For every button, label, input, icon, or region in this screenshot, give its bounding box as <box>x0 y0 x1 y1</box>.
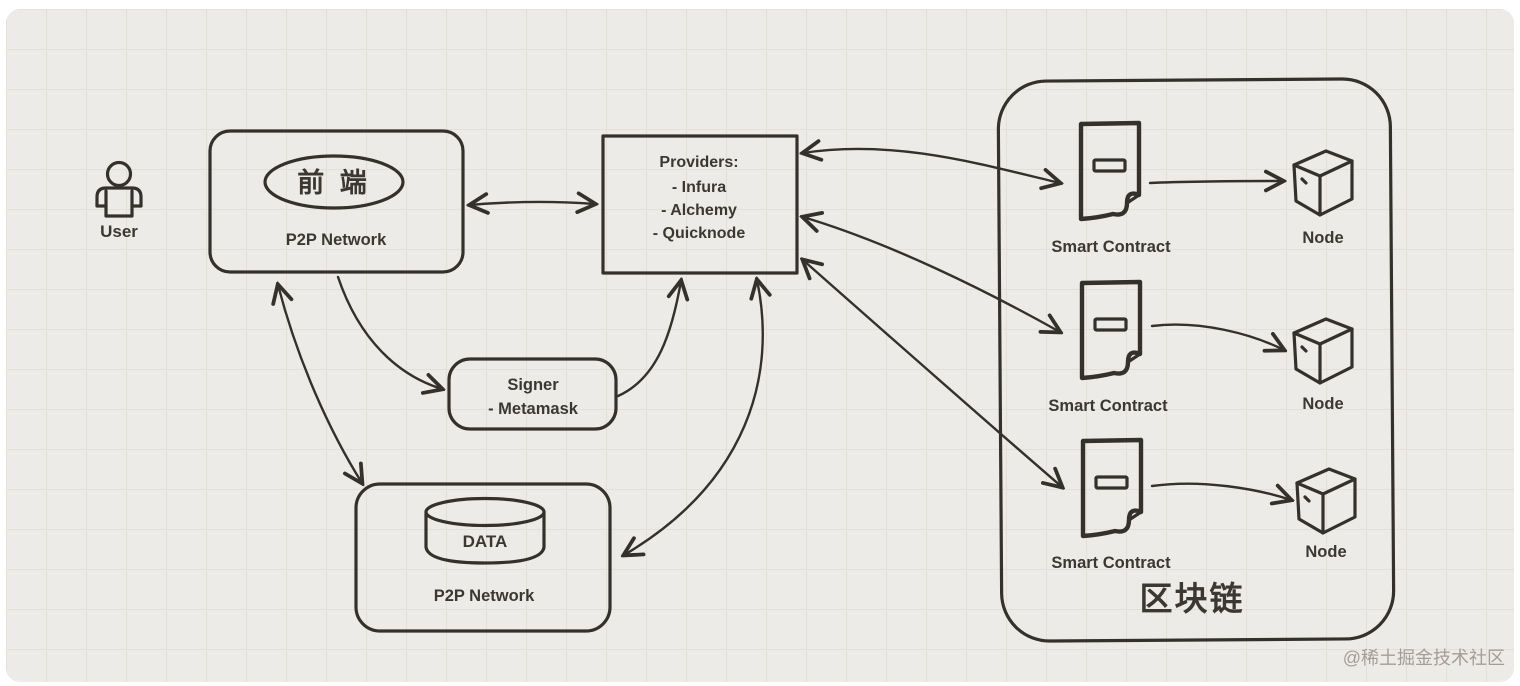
user-head-icon <box>105 160 133 188</box>
smart-contract-label: Smart Contract <box>1051 554 1171 572</box>
node-label: Node <box>1305 543 1346 561</box>
arrow-smartcontract-node-1 <box>1148 181 1283 183</box>
smart-contract-icon: Smart Contract <box>1051 123 1171 256</box>
arrow-smartcontract-node-2 <box>1150 323 1284 350</box>
frontend-title: 前 端 <box>297 167 371 198</box>
node-label: Node <box>1302 229 1343 247</box>
arrow-signer-providers <box>616 281 681 398</box>
arrow-providers-datanetwork <box>624 280 763 555</box>
providers-title: Providers: <box>659 154 738 171</box>
user-figure: User <box>95 160 143 241</box>
user-body-lines <box>104 189 134 208</box>
data-box-outline <box>354 482 612 633</box>
providers-item: - Infura <box>672 179 726 196</box>
frontend-p2p-label: P2P Network <box>286 231 387 249</box>
smart-contract-label: Smart Contract <box>1051 238 1171 256</box>
data-label: DATA <box>463 532 508 551</box>
arrow-providers-smartcontract-1 <box>803 149 1060 183</box>
watermark: @稀土掘金技术社区 <box>1343 648 1505 668</box>
providers-box: Providers: - Infura - Alchemy - Quicknod… <box>601 134 799 275</box>
smart-contract-label: Smart Contract <box>1048 397 1168 415</box>
providers-box-outline <box>601 134 799 275</box>
smart-contract-icon: Smart Contract <box>1048 282 1168 415</box>
node-icon: Node <box>1292 149 1354 247</box>
smart-contract-icon: Smart Contract <box>1051 440 1171 572</box>
blockchain-label: 区块链 <box>1140 580 1245 617</box>
node-label: Node <box>1302 395 1343 413</box>
frontend-p2p-box: 前 端 P2P Network <box>208 129 465 274</box>
database-cylinder-icon <box>424 496 546 565</box>
signer-item: - Metamask <box>488 400 579 418</box>
providers-item: - Quicknode <box>653 225 746 242</box>
node-icon: Node <box>1292 317 1354 413</box>
signer-box-outline <box>447 357 618 431</box>
user-body-icon <box>95 186 143 218</box>
frontend-ellipse <box>263 154 405 210</box>
architecture-diagram: User 前 端 P2P Network Providers: - Infura… <box>95 77 1505 668</box>
arrow-frontend-datanetwork <box>278 285 362 483</box>
arrow-providers-smartcontract-2 <box>803 217 1060 332</box>
connections <box>278 149 1291 555</box>
providers-item: - Alchemy <box>661 202 737 219</box>
diagram-canvas: User 前 端 P2P Network Providers: - Infura… <box>6 9 1514 682</box>
signer-box: Signer - Metamask <box>447 357 618 431</box>
arrow-smartcontract-node-3 <box>1150 482 1291 500</box>
arrow-frontend-signer <box>336 275 442 389</box>
signer-title: Signer <box>507 376 559 394</box>
arrow-providers-smartcontract-3 <box>803 260 1062 487</box>
arrow-frontend-providers <box>470 202 595 205</box>
user-label: User <box>100 222 138 241</box>
data-p2p-label: P2P Network <box>434 587 535 605</box>
node-icon: Node <box>1295 467 1357 561</box>
blockchain-container: 区块链 Smart Contract Smart Contract Smart … <box>996 77 1396 643</box>
frontend-box-outline <box>208 129 465 274</box>
data-p2p-box: DATA P2P Network <box>354 482 612 633</box>
